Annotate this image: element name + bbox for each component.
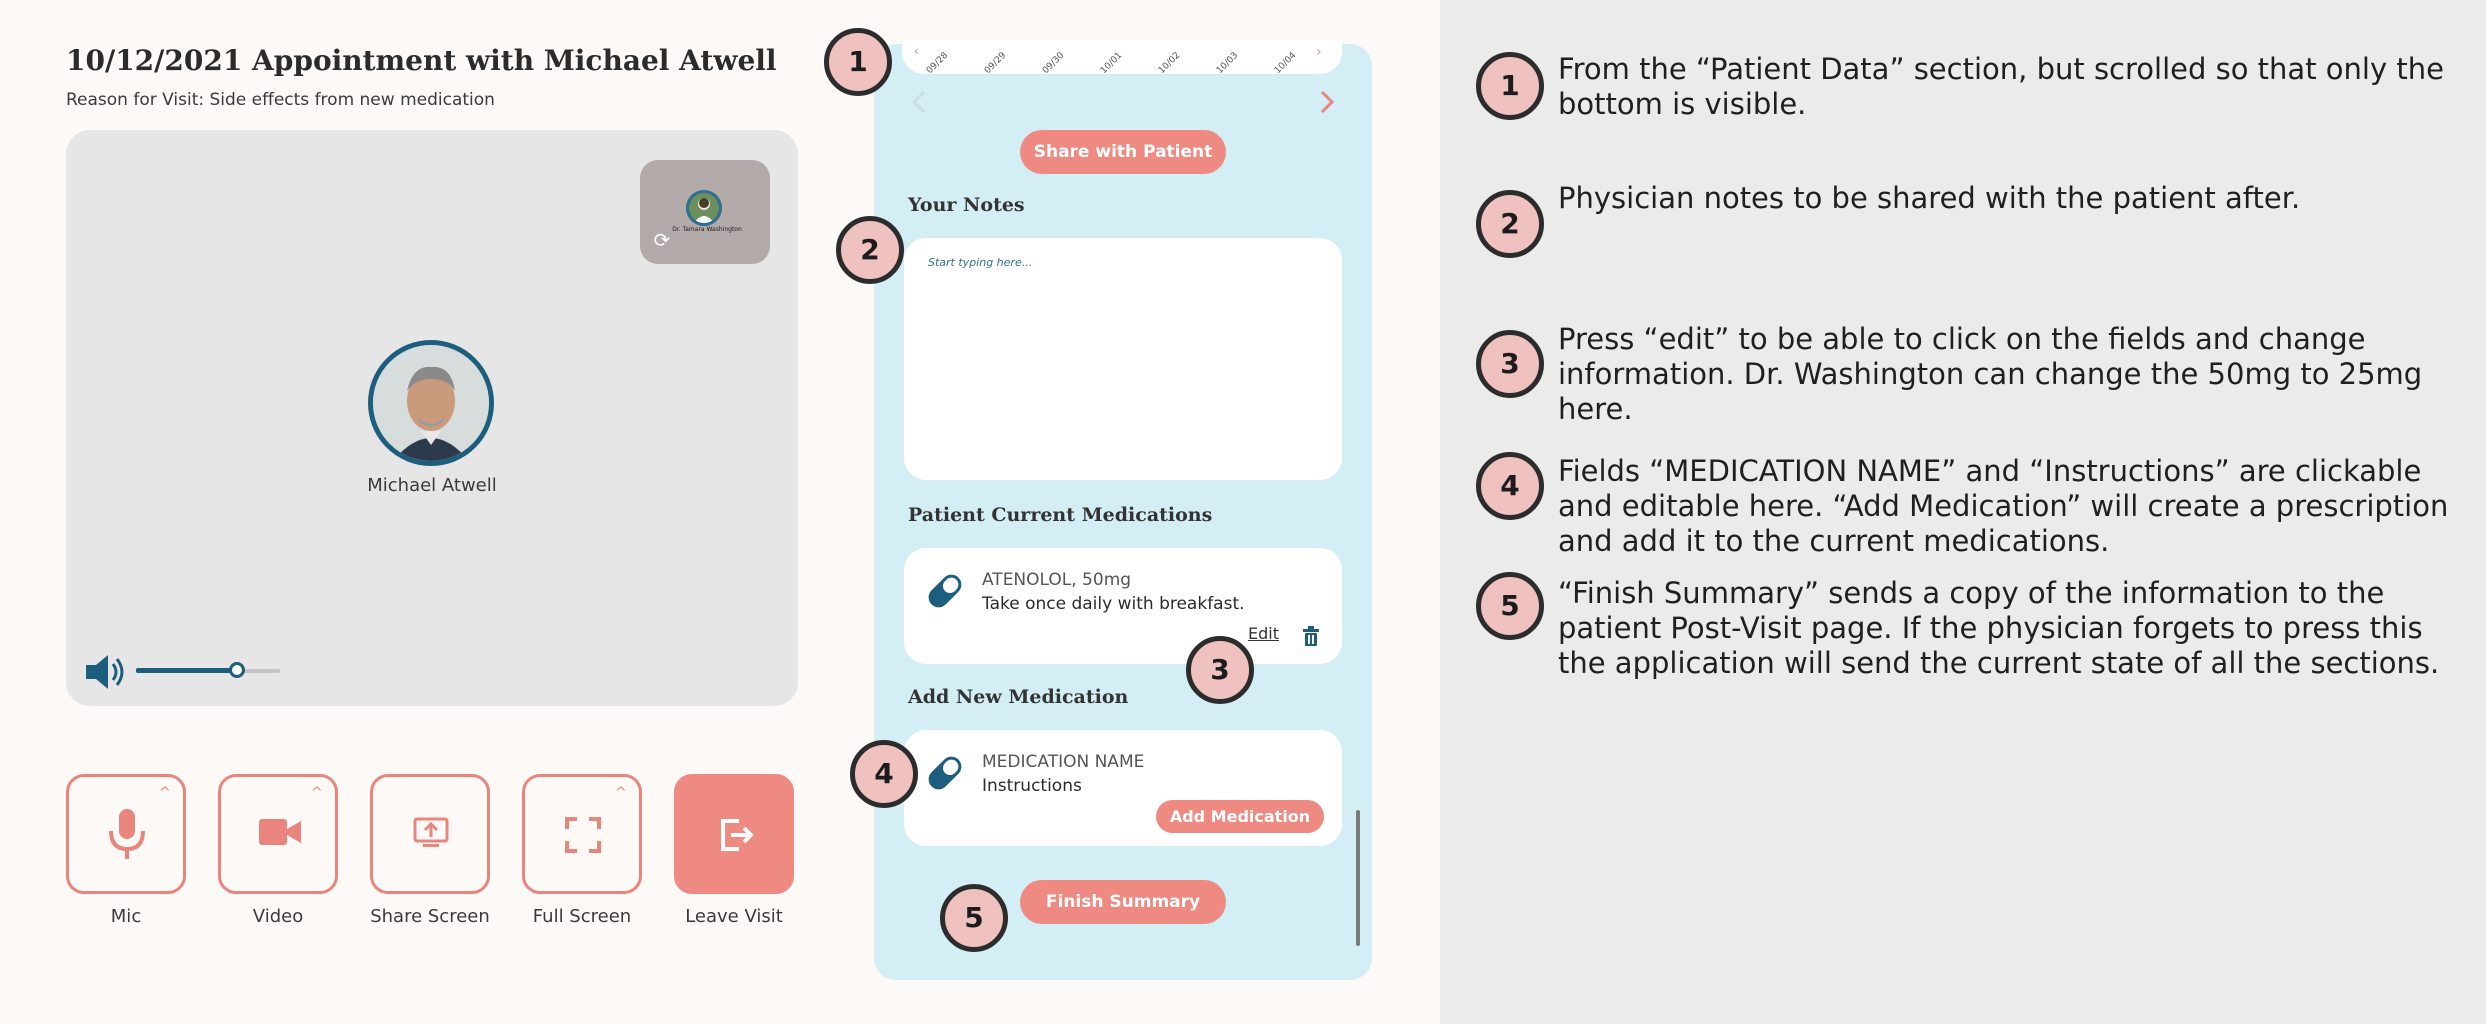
panel-scrollbar[interactable] xyxy=(1356,810,1360,946)
current-medications-heading: Patient Current Medications xyxy=(908,504,1213,526)
callout-badge: 5 xyxy=(1476,572,1544,640)
prev-page-chevron-icon[interactable] xyxy=(910,90,928,114)
medication-name: ATENOLOL, 50mg xyxy=(982,570,1132,590)
annotation-note: Physician notes to be shared with the pa… xyxy=(1558,181,2301,215)
share-screen-button[interactable] xyxy=(370,774,490,894)
annotation-note: From the “Patient Data” section, but scr… xyxy=(1558,52,2444,121)
speaker-icon[interactable] xyxy=(84,652,128,692)
mic-label: Mic xyxy=(110,906,142,927)
callout-badge: 1 xyxy=(1476,52,1544,120)
leave-visit-button[interactable] xyxy=(674,774,794,894)
volume-slider-fill xyxy=(136,668,237,673)
fullscreen-options-chevron-icon[interactable]: ^ xyxy=(615,785,627,801)
appointment-title: 10/12/2021 Appointment with Michael Atwe… xyxy=(66,44,777,77)
finish-summary-button[interactable]: Finish Summary xyxy=(1020,880,1226,924)
callout-badge: 3 xyxy=(1186,636,1254,704)
pill-icon xyxy=(928,756,962,790)
edit-medication-link[interactable]: Edit xyxy=(1248,624,1279,643)
callout-badge: 4 xyxy=(850,740,918,808)
pill-icon xyxy=(928,574,962,608)
callout-badge: 2 xyxy=(836,216,904,284)
callout-badge: 2 xyxy=(1476,190,1544,258)
full-screen-button[interactable]: ^ xyxy=(522,774,642,894)
chart-next-chevron-icon[interactable]: › xyxy=(1316,44,1322,60)
leave-visit-label: Leave Visit xyxy=(685,906,783,927)
mic-options-chevron-icon[interactable]: ^ xyxy=(159,785,171,801)
annotation-note: “Finish Summary” sends a copy of the inf… xyxy=(1558,576,2440,680)
leave-icon xyxy=(721,819,754,851)
notes-placeholder: Start typing here... xyxy=(928,256,1033,269)
chart-prev-chevron-icon[interactable]: ‹ xyxy=(914,44,919,58)
annotation-note: Press “edit” to be able to click on the … xyxy=(1558,322,2423,426)
video-label: Video xyxy=(252,906,304,927)
callout-badge: 5 xyxy=(940,884,1008,952)
medication-instructions: Take once daily with breakfast. xyxy=(982,594,1245,614)
callout-badge: 4 xyxy=(1476,452,1544,520)
trash-icon[interactable] xyxy=(1302,626,1320,646)
annotation-panel xyxy=(1440,0,2486,1024)
medication-name-field[interactable]: MEDICATION NAME xyxy=(982,752,1145,772)
callout-badge: 1 xyxy=(824,28,892,96)
mic-icon xyxy=(109,809,145,859)
video-button[interactable]: ^ xyxy=(218,774,338,894)
switch-camera-icon[interactable]: ⟳ xyxy=(653,228,671,252)
instructions-field[interactable]: Instructions xyxy=(982,776,1082,796)
mic-button[interactable]: ^ xyxy=(66,774,186,894)
patient-name: Michael Atwell xyxy=(367,475,497,496)
video-camera-icon xyxy=(259,819,301,845)
patient-data-chart-bottom xyxy=(902,40,1342,74)
physician-notes-field[interactable] xyxy=(904,238,1342,480)
patient-avatar xyxy=(368,340,494,466)
volume-slider-handle[interactable] xyxy=(229,662,245,678)
share-screen-label: Share Screen xyxy=(370,906,490,927)
annotation-note: Fields “MEDICATION NAME” and “Instructio… xyxy=(1558,454,2449,558)
add-new-medication-heading: Add New Medication xyxy=(908,686,1129,708)
visit-reason: Reason for Visit: Side effects from new … xyxy=(66,90,495,110)
fullscreen-icon xyxy=(565,817,601,853)
video-options-chevron-icon[interactable]: ^ xyxy=(311,785,323,801)
self-view-name: Dr. Tamara Washington xyxy=(672,226,742,233)
next-page-chevron-icon[interactable] xyxy=(1318,90,1336,114)
callout-badge: 3 xyxy=(1476,330,1544,398)
add-medication-button[interactable]: Add Medication xyxy=(1156,800,1324,833)
share-with-patient-button[interactable]: Share with Patient xyxy=(1020,130,1226,174)
share-screen-icon xyxy=(413,817,449,847)
your-notes-heading: Your Notes xyxy=(908,194,1025,216)
physician-avatar xyxy=(686,190,722,226)
full-screen-label: Full Screen xyxy=(532,906,632,927)
current-medication-card xyxy=(904,548,1342,664)
